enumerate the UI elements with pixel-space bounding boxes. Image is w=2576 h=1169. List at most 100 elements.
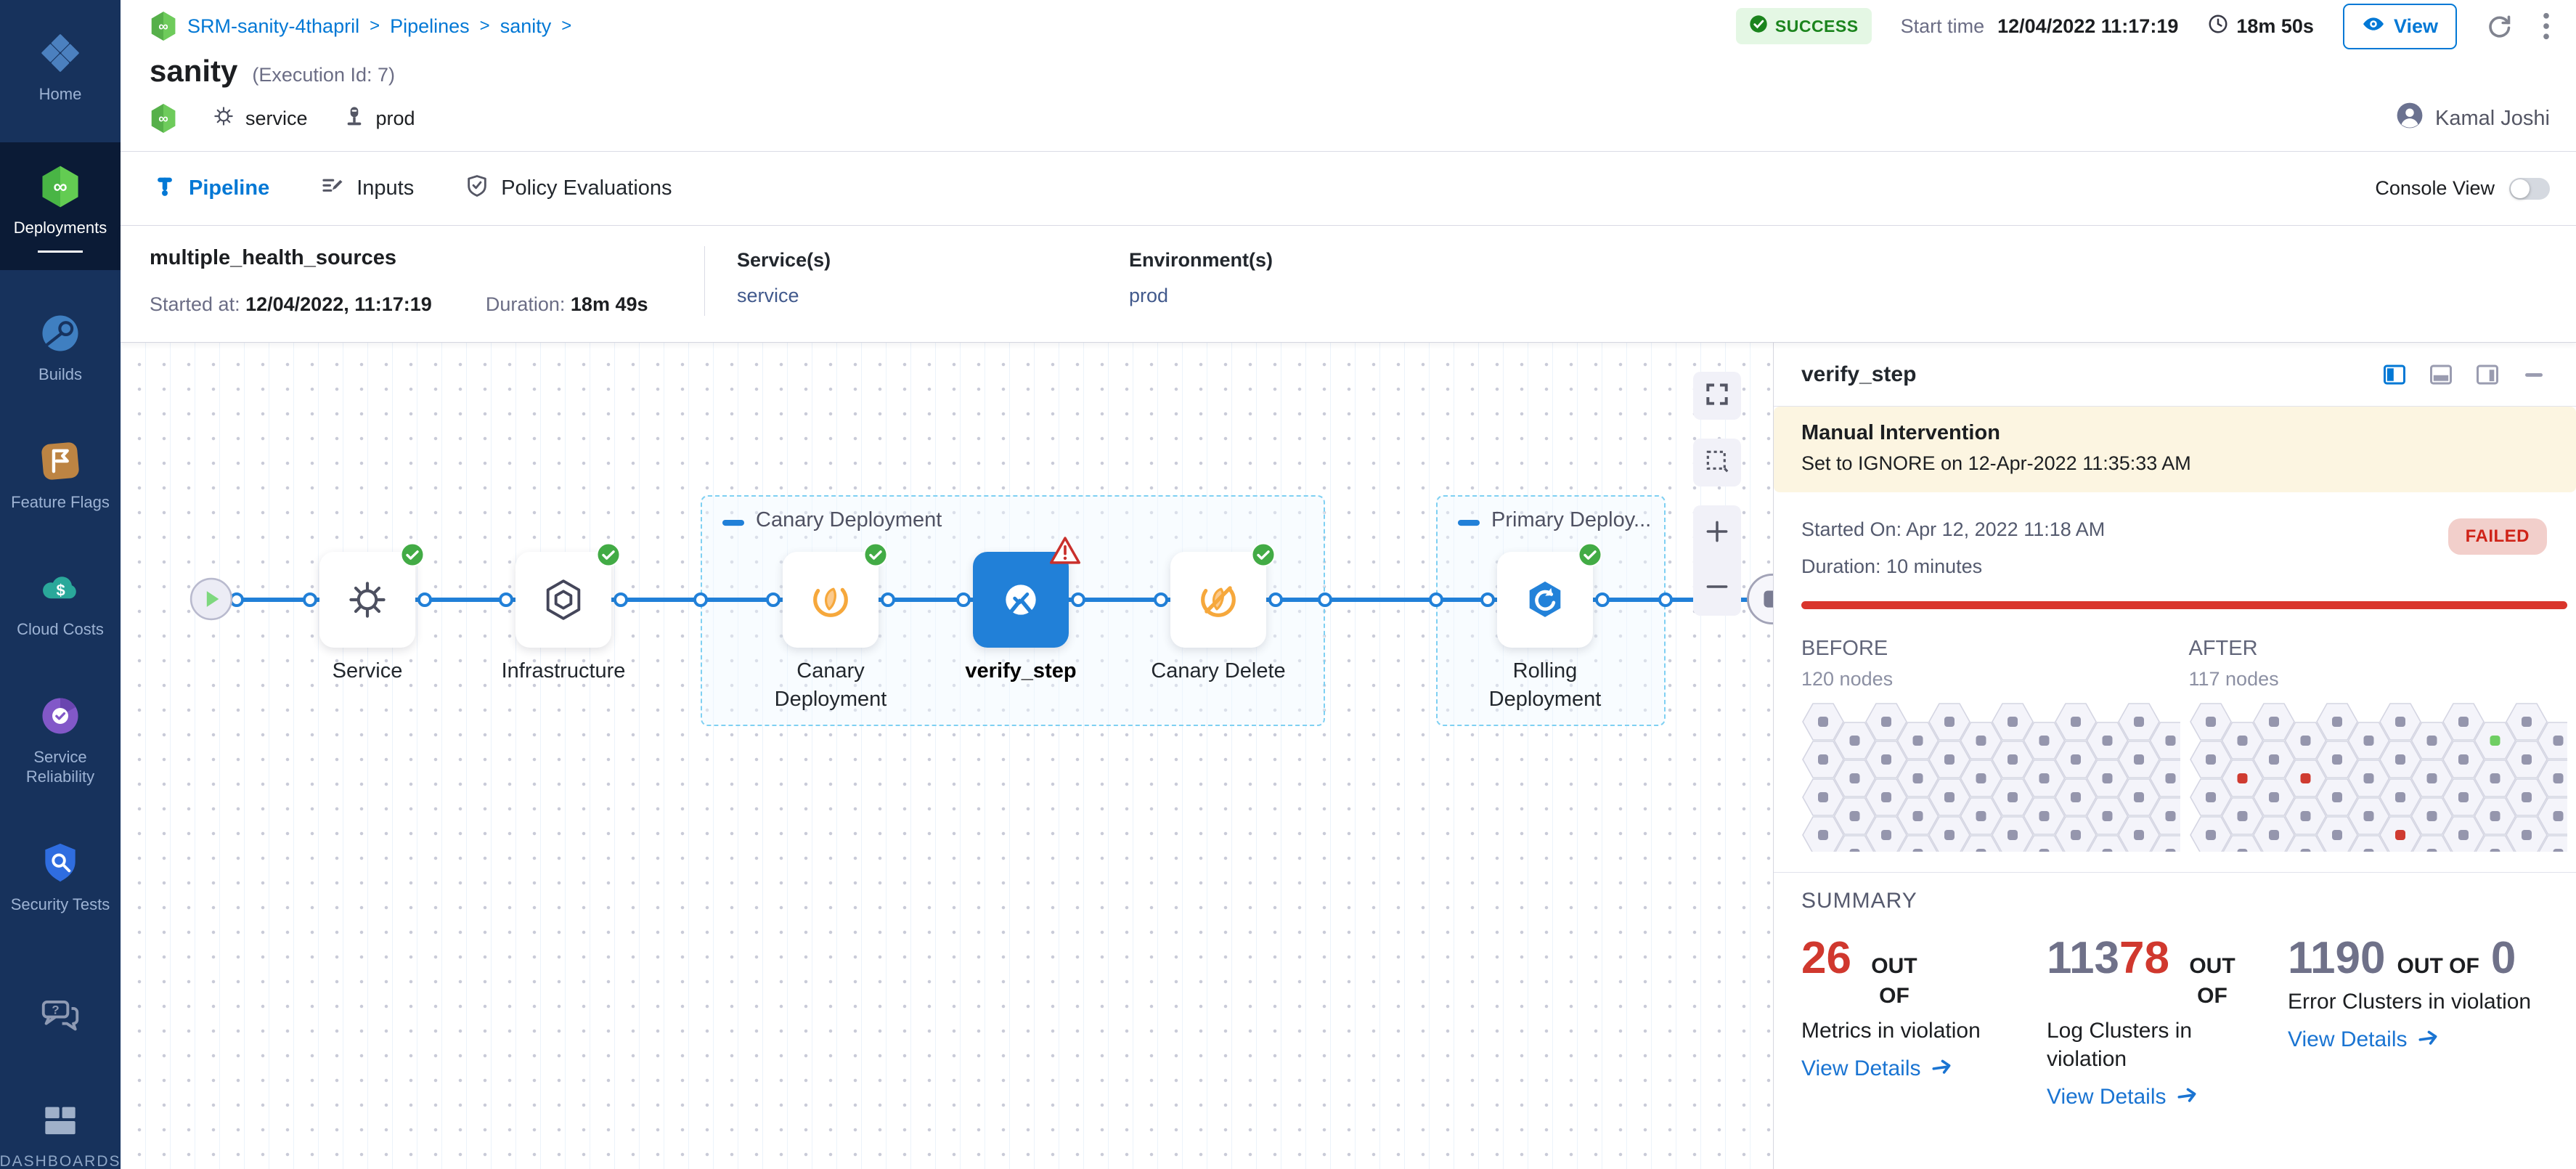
sidebar-item-builds[interactable]: Builds: [0, 295, 121, 401]
view-button[interactable]: View: [2342, 3, 2457, 49]
tab-inputs[interactable]: Inputs: [320, 174, 414, 204]
stage-name: multiple_health_sources: [150, 246, 397, 269]
marquee-select-icon: [1703, 447, 1731, 478]
pipeline-node-canary-deployment[interactable]: [783, 542, 888, 648]
success-badge-icon: [1578, 542, 1602, 567]
pipeline-node-canary-delete[interactable]: [1170, 542, 1276, 648]
sidebar-item-label: Security Tests: [10, 895, 110, 913]
view-details-link[interactable]: View Details: [2047, 1085, 2254, 1109]
start-time: Start time 12/04/2022 11:17:19: [1901, 15, 2179, 38]
breadcrumb-item[interactable]: Pipelines: [390, 15, 470, 37]
success-check-icon: [1749, 15, 1768, 38]
canvas-zoom-controls: [1693, 505, 1741, 616]
stop-icon: [1745, 572, 1773, 626]
tab-policy-evaluations[interactable]: Policy Evaluations: [465, 174, 672, 204]
plus-icon: [1703, 518, 1731, 549]
tab-pipeline[interactable]: Pipeline: [152, 174, 269, 204]
connector-point: [614, 592, 628, 607]
sidebar-item-service-reliability[interactable]: Service Reliability: [0, 677, 121, 803]
svg-text:∞: ∞: [53, 175, 67, 197]
view-details-link[interactable]: View Details: [2288, 1027, 2549, 1052]
pipeline-node-service[interactable]: [319, 542, 425, 648]
environments-value-link[interactable]: prod: [1129, 285, 1169, 306]
minimize-panel-icon[interactable]: [2521, 362, 2547, 388]
canvas-fullscreen-button[interactable]: [1693, 372, 1741, 420]
console-view: Console View: [2375, 177, 2550, 200]
collapse-minus-icon[interactable]: [1458, 508, 1480, 532]
connector-point: [1268, 592, 1283, 607]
summary-label: Error Clusters in violation: [2288, 989, 2532, 1014]
started-at-label: Started at:: [150, 293, 240, 315]
minus-icon: [1703, 573, 1731, 604]
environment-tag[interactable]: prod: [343, 105, 415, 133]
services-column: Service(s) service: [737, 246, 1129, 316]
pipeline-node-verify-step[interactable]: [973, 537, 1080, 648]
services-value-link[interactable]: service: [737, 285, 799, 306]
before-node-grid: [1801, 702, 2180, 852]
gear-icon: [345, 577, 390, 622]
pipeline-start-node[interactable]: [189, 577, 234, 622]
cloud-costs-icon: $: [38, 566, 83, 611]
sidebar-item-home[interactable]: Home: [0, 15, 121, 121]
sidebar-item-help[interactable]: ?: [0, 977, 121, 1054]
canvas-select-button[interactable]: [1693, 439, 1741, 486]
topbar: ∞ SRM-sanity-4thapril>Pipelines>sanity> …: [121, 0, 2576, 49]
stage-duration-value: 18m 49s: [570, 293, 648, 315]
sidebar-item-feature-flags[interactable]: Feature Flags: [0, 423, 121, 529]
stage-group-label: Primary Deploy...: [1458, 508, 1651, 532]
clock-icon: [2207, 13, 2229, 40]
layout-bottom-icon[interactable]: [2428, 362, 2454, 388]
builds-icon: [38, 311, 83, 356]
breadcrumb-item[interactable]: SRM-sanity-4thapril: [187, 15, 360, 37]
layout-right-icon[interactable]: [2474, 362, 2500, 388]
connector-point: [417, 592, 432, 607]
sidebar-item-security-tests[interactable]: Security Tests: [0, 825, 121, 931]
sidebar-item-cloud-costs[interactable]: $ Cloud Costs: [0, 550, 121, 656]
pipeline-node-rolling-deployment[interactable]: [1497, 542, 1602, 648]
summary-label: Log Clusters in violation: [2047, 1019, 2193, 1071]
out-of-label: OUT OF: [2397, 954, 2479, 978]
gear-icon: [212, 105, 235, 133]
console-view-toggle[interactable]: [2509, 177, 2550, 200]
layout-left-icon[interactable]: [2381, 362, 2408, 388]
view-details-link[interactable]: View Details: [1801, 1056, 2013, 1081]
feature-flags-icon: [38, 439, 83, 484]
pipeline-canvas[interactable]: Canary Deployment Primary Deploy... Serv…: [121, 343, 1773, 1169]
success-badge-icon: [863, 542, 888, 567]
zoom-in-button[interactable]: [1693, 505, 1741, 561]
console-view-label: Console View: [2375, 177, 2495, 199]
success-badge-icon: [596, 542, 621, 567]
sidebar-item-label: DASHBOARDS: [0, 1153, 121, 1169]
arrow-right-icon: [2418, 1027, 2440, 1052]
refresh-button[interactable]: [2486, 13, 2512, 39]
arrow-right-icon: [1931, 1056, 1953, 1081]
environment-icon: [343, 105, 366, 133]
pipeline-node-infrastructure[interactable]: [515, 542, 621, 648]
after-node-grid: [2189, 702, 2567, 852]
sidebar-item-deployments[interactable]: ∞Deployments: [0, 142, 121, 270]
service-tag[interactable]: service: [212, 105, 308, 133]
breadcrumb-item[interactable]: sanity: [500, 15, 552, 37]
out-of-label: OUT OF: [1871, 954, 1917, 1008]
status-badge-label: SUCCESS: [1774, 16, 1859, 36]
run-duration: Duration: 10 minutes: [1801, 555, 1983, 577]
summary-heading: SUMMARY: [1801, 889, 1917, 913]
sidebar-item-dashboards[interactable]: DASHBOARDS: [0, 1083, 121, 1169]
summary-value: 1190: [2288, 933, 2386, 983]
sidebar-item-label: Cloud Costs: [17, 620, 104, 638]
collapse-minus-icon[interactable]: [722, 508, 744, 532]
more-options-button[interactable]: [2541, 12, 2551, 41]
deployments-icon: ∞: [38, 164, 83, 209]
canary-icon: [808, 577, 853, 622]
user-name: Kamal Joshi: [2435, 106, 2550, 130]
zoom-out-button[interactable]: [1693, 561, 1741, 616]
panel-layout-controls: [2381, 362, 2547, 388]
execution-id: (Execution Id: 7): [252, 64, 395, 86]
breadcrumb: ∞ SRM-sanity-4thapril>Pipelines>sanity>: [150, 11, 571, 41]
success-badge-icon: [1251, 542, 1276, 567]
comparison-labels: BEFORE 120 nodes AFTER 117 nodes: [1774, 609, 2576, 691]
node-label-rolling-deployment: Rolling Deployment: [1488, 659, 1602, 712]
